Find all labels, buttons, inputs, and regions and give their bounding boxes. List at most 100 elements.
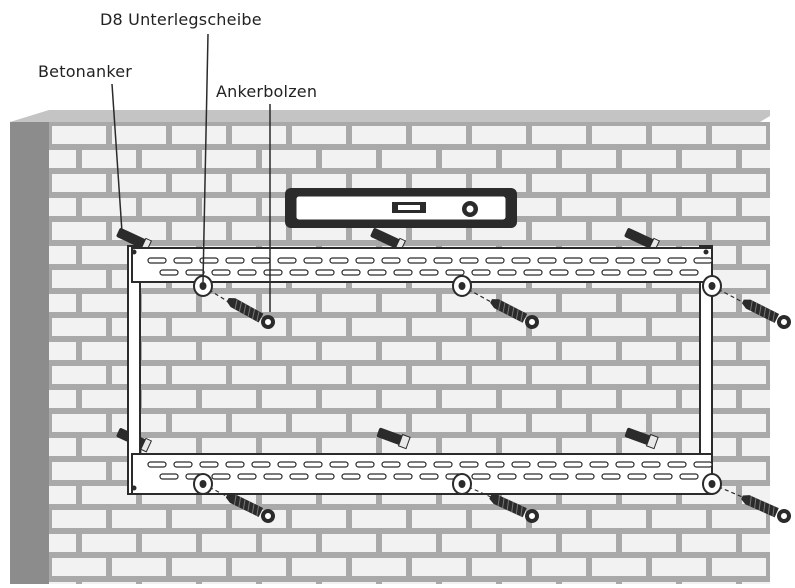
bracket-slot <box>407 257 427 264</box>
bracket-slot <box>289 473 309 480</box>
anchor-bolt-icon <box>489 494 539 523</box>
bracket-slot <box>277 257 297 264</box>
washer-icon <box>452 275 472 297</box>
bracket-slot <box>601 473 621 480</box>
bracket-slot <box>459 257 479 264</box>
bracket-slots-bottom <box>147 461 713 480</box>
washer-icon <box>193 473 213 495</box>
bracket-slot <box>419 269 439 276</box>
bracket-slot <box>237 269 257 276</box>
bracket-slot <box>289 269 309 276</box>
bracket-slot <box>575 473 595 480</box>
bracket-slot <box>147 461 167 468</box>
mounting-hardware <box>193 275 791 523</box>
bracket-slot <box>641 257 661 264</box>
bracket-slot <box>393 269 413 276</box>
bracket-slot <box>173 461 193 468</box>
bracket-slot <box>641 461 661 468</box>
anchor-bolt-icon <box>490 299 539 329</box>
bracket-slot <box>497 269 517 276</box>
bracket-slot <box>589 461 609 468</box>
bracket-slot <box>471 473 491 480</box>
bracket-slot <box>537 257 557 264</box>
bracket-slot <box>537 461 557 468</box>
bracket-slot <box>277 461 297 468</box>
anchor-bolt-icon <box>225 493 275 523</box>
washer-icon <box>452 473 472 495</box>
bracket-slot <box>419 473 439 480</box>
bracket-slot <box>329 461 349 468</box>
bracket-slot <box>615 461 635 468</box>
bracket-slot <box>263 473 283 480</box>
bracket-slot <box>199 257 219 264</box>
anchor-bolt-icon <box>741 495 791 523</box>
bracket-slot <box>485 461 505 468</box>
wall-mount-bracket <box>127 245 713 495</box>
bracket-slot <box>355 257 375 264</box>
bracket-slot <box>511 461 531 468</box>
bracket-slot <box>251 461 271 468</box>
label-d8-unterlegscheibe: D8 Unterlegscheibe <box>100 10 262 29</box>
bracket-slot <box>679 473 699 480</box>
bracket-slot <box>667 461 687 468</box>
bracket-slot <box>303 257 323 264</box>
bracket-slot <box>263 269 283 276</box>
bracket-slot <box>563 461 583 468</box>
bracket-slot <box>523 473 543 480</box>
wall-side-face <box>10 122 49 584</box>
bracket-slot <box>433 257 453 264</box>
bracket-slot <box>471 269 491 276</box>
bracket-slot <box>225 257 245 264</box>
washer-icon <box>702 473 722 495</box>
leader-d8-unterlegscheibe <box>202 33 209 283</box>
concrete-anchor-icon <box>624 427 659 450</box>
bracket-slot <box>589 257 609 264</box>
bracket-slot <box>445 269 465 276</box>
bracket-slot <box>549 473 569 480</box>
wall-top-face <box>10 110 780 122</box>
leader-lines <box>111 33 271 312</box>
bracket-slot <box>407 461 427 468</box>
bracket-slot <box>355 461 375 468</box>
bracket-slot <box>159 269 179 276</box>
bracket-slot <box>679 269 699 276</box>
bracket-slot <box>485 257 505 264</box>
bracket-slot <box>173 257 193 264</box>
bracket-slot <box>211 269 231 276</box>
bracket-slot <box>667 257 687 264</box>
bracket-slots-top <box>147 257 713 276</box>
bracket-slot <box>251 257 271 264</box>
concrete-anchor-icon <box>376 427 411 450</box>
bracket-slot <box>367 269 387 276</box>
bracket-slot <box>497 473 517 480</box>
bracket-slot <box>627 473 647 480</box>
bracket-slot <box>459 461 479 468</box>
bracket-slot <box>693 461 713 468</box>
label-betonanker: Betonanker <box>38 62 133 81</box>
anchor-bolt-icon <box>741 299 791 329</box>
bracket-slot <box>211 473 231 480</box>
bracket-slot <box>315 269 335 276</box>
bracket-slot <box>237 473 257 480</box>
leader-betonanker <box>111 83 123 233</box>
bracket-slot <box>523 269 543 276</box>
bracket-slot <box>627 269 647 276</box>
bracket-slot <box>303 461 323 468</box>
bracket-slot <box>601 269 621 276</box>
anchor-bolt-icon <box>226 297 275 329</box>
bracket-slot <box>159 473 179 480</box>
bracket-slot <box>563 257 583 264</box>
bracket-slot <box>653 269 673 276</box>
bracket-slot <box>653 473 673 480</box>
bracket-slot <box>615 257 635 264</box>
bracket-slot <box>393 473 413 480</box>
washer-icon <box>702 275 722 297</box>
bracket-slot <box>147 257 167 264</box>
bracket-slot <box>199 461 219 468</box>
bracket-slot <box>341 269 361 276</box>
bracket-slot <box>433 461 453 468</box>
bracket-slot <box>341 473 361 480</box>
bracket-slot <box>511 257 531 264</box>
